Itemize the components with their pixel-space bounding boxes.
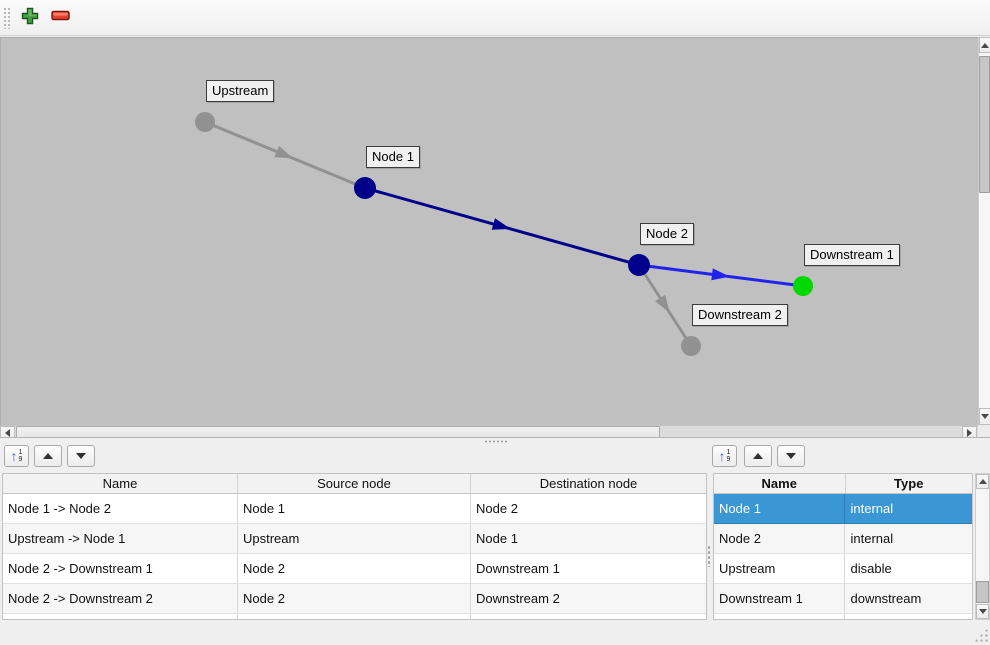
graph-node[interactable] [628,254,650,276]
nodes-table-header: Name Type [714,474,972,494]
table-row[interactable]: Node 1 -> Node 2 Node 1 Node 2 [3,494,706,524]
table-row[interactable]: Downstream 1 downstream [714,584,972,614]
table-row[interactable]: Node 2 -> Downstream 1 Node 2 Downstream… [3,554,706,584]
table-row[interactable]: Node 2 -> Downstream 2 Node 2 Downstream… [3,584,706,614]
cell-name: Node 2 -> Downstream 2 [3,584,238,613]
node-label[interactable]: Node 2 [640,223,694,245]
edge-arrow-icon [655,294,670,314]
nodes-move-down-button[interactable] [777,445,805,467]
arrow-up-icon [43,453,53,459]
scroll-down-button[interactable] [979,408,990,425]
cell-source: Node 2 [238,584,471,613]
vertical-pane-splitter[interactable] [707,545,711,567]
cell-type: internal [850,531,894,546]
scroll-down-button[interactable] [976,604,989,619]
main-toolbar [0,0,990,36]
table-row-selected[interactable]: Node 1 internal [714,494,972,524]
links-move-down-button[interactable] [67,445,95,467]
node-label[interactable]: Node 1 [366,146,420,168]
cell-destination: Node 1 [476,531,518,546]
arrow-up-icon [981,42,989,48]
sort-ascending-icon: ↑ [10,448,18,464]
vertical-scroll-thumb[interactable] [979,56,990,193]
window-resize-grip[interactable] [974,628,988,642]
arrow-down-icon [76,453,86,459]
cell-destination: Node 2 [476,501,518,516]
cell-source: Upstream [238,524,471,553]
graph-node[interactable] [354,177,376,199]
cell-type: internal [850,501,894,516]
splitter-grip-icon [484,440,508,443]
arrow-up-icon [753,453,763,459]
add-node-button[interactable] [17,6,43,30]
node-label[interactable]: Downstream 1 [804,244,900,266]
graph-edges-layer [195,112,813,356]
remove-node-button[interactable] [48,6,74,30]
sort-ascending-icon: ↑ [718,448,726,464]
cell-destination: Downstream 1 [476,561,560,576]
canvas-vertical-scrollbar[interactable] [978,37,990,425]
cell-name: Node 2 -> Downstream 1 [3,554,238,583]
node-label[interactable]: Upstream [206,80,275,102]
column-header-name[interactable]: Name [3,474,238,493]
table-row[interactable]: Upstream -> Node 1 Upstream Node 1 [3,524,706,554]
edge-arrow-icon [274,146,294,159]
links-table: Name Source node Destination node Node 1… [2,473,707,620]
cell-source: Node 2 [238,554,471,583]
column-header-destination[interactable]: Destination node [539,476,638,491]
cell-name: Node 1 [714,494,846,523]
nodes-table: Name Type Node 1 internal Node 2 interna… [713,473,973,620]
graph-node[interactable] [681,336,701,356]
horizontal-pane-splitter[interactable] [0,437,990,443]
cell-name: Node 1 -> Node 2 [3,494,238,523]
cell-name: Upstream -> Node 1 [3,524,238,553]
arrow-down-icon [786,453,796,459]
column-header-type[interactable]: Type [894,476,924,491]
edge-arrow-icon [711,268,730,281]
scrollbar-corner [978,425,990,438]
links-move-up-button[interactable] [34,445,62,467]
nodes-move-up-button[interactable] [744,445,772,467]
arrow-down-icon [981,414,989,419]
table-row-empty [714,614,972,619]
column-header-source[interactable]: Source node [238,474,471,493]
scroll-up-button[interactable] [976,474,989,489]
node-label[interactable]: Downstream 2 [692,304,788,326]
edge-arrow-icon [491,218,511,230]
table-row-empty [3,614,706,619]
arrow-left-icon [5,428,10,437]
graph-node[interactable] [793,276,813,296]
cell-type: disable [850,561,892,576]
toolbar-drag-handle[interactable] [3,7,11,29]
cell-name: Node 2 [714,524,846,553]
links-table-header: Name Source node Destination node [3,474,706,494]
minus-icon [51,9,71,27]
scroll-up-button[interactable] [979,37,990,53]
table-row[interactable]: Node 2 internal [714,524,972,554]
cell-name: Downstream 1 [714,584,846,613]
table-scroll-thumb[interactable] [976,581,989,603]
column-header-name[interactable]: Name [714,474,846,493]
cell-source: Node 1 [238,494,471,523]
arrow-up-icon [978,479,987,484]
cell-destination: Downstream 2 [476,591,560,606]
arrow-right-icon [967,428,972,437]
plus-icon [21,7,39,30]
arrow-down-icon [978,609,987,614]
cell-name: Upstream [714,554,846,583]
cell-type: downstream [850,591,922,606]
table-row[interactable]: Upstream disable [714,554,972,584]
nodes-table-scrollbar[interactable] [975,473,990,620]
graph-node[interactable] [195,112,215,132]
